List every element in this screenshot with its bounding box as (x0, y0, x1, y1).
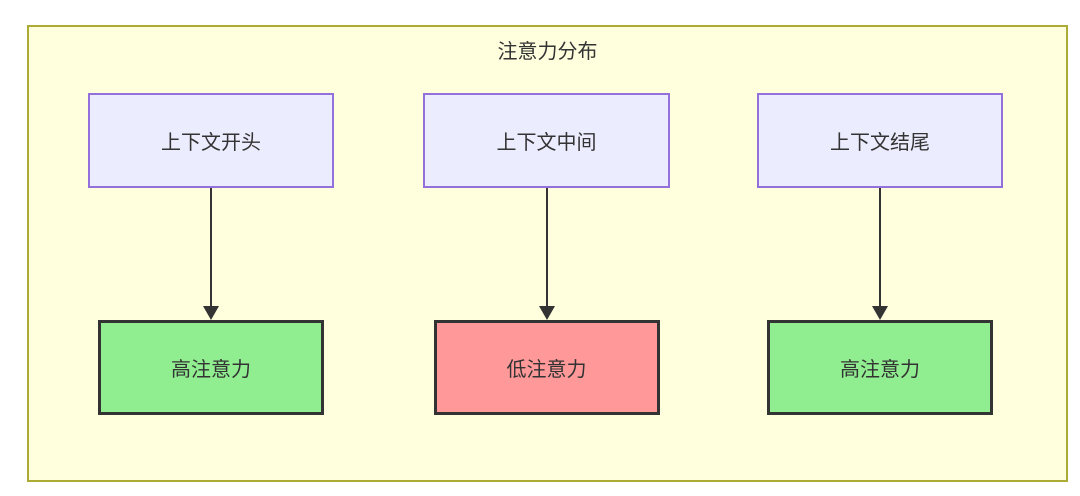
arrow-down-icon (203, 188, 219, 320)
arrow-head (203, 306, 219, 320)
arrow-line (545, 188, 548, 306)
context-middle-node: 上下文中间 (423, 93, 670, 188)
attention-result-node: 低注意力 (433, 320, 660, 415)
context-end-node: 上下文结尾 (757, 93, 1003, 188)
context-begin-node: 上下文开头 (88, 93, 334, 188)
flow-column-begin: 上下文开头 高注意力 (88, 93, 334, 415)
attention-result-node: 高注意力 (767, 320, 993, 415)
flow-column-end: 上下文结尾 高注意力 (757, 93, 1003, 415)
diagram-title: 注意力分布 (497, 41, 598, 63)
arrow-down-icon (872, 188, 888, 320)
arrow-head (538, 306, 555, 320)
arrow-line (210, 188, 212, 306)
arrow-down-icon (538, 188, 555, 320)
arrow-line (879, 188, 881, 306)
flow-column-middle: 上下文中间 低注意力 (423, 93, 670, 415)
arrow-head (872, 306, 888, 320)
attention-result-node: 高注意力 (98, 320, 324, 415)
